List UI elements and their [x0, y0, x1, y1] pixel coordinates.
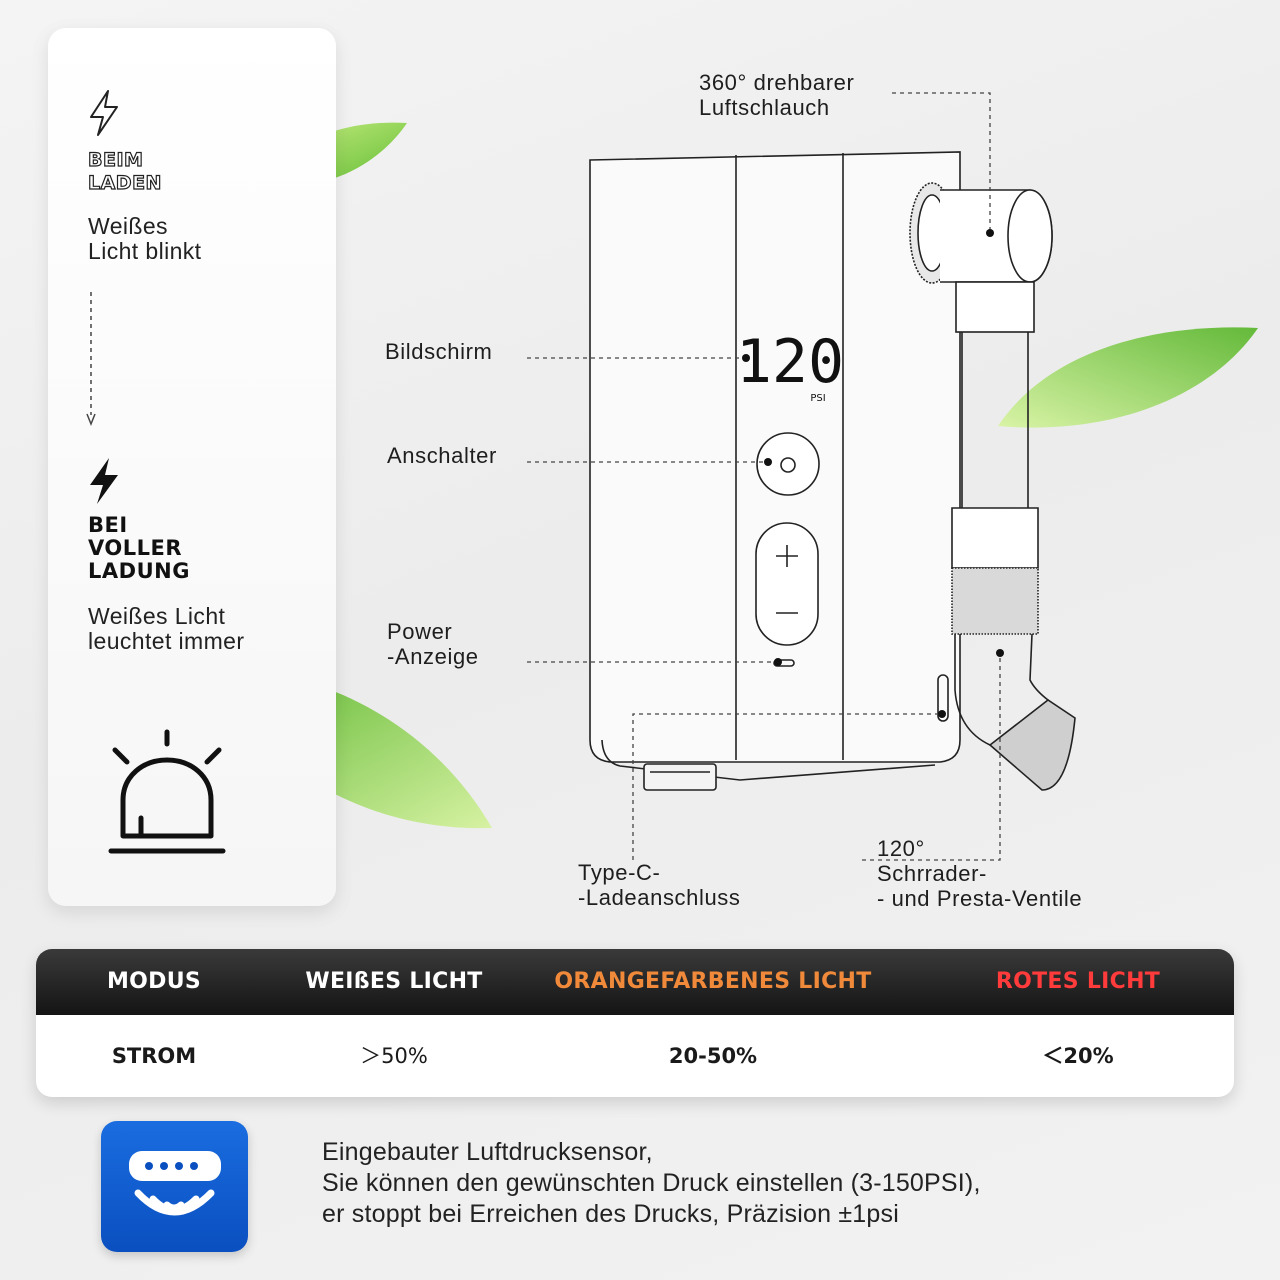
mode-table-header: [36, 949, 1234, 1015]
header-mode: MODUS: [106, 969, 202, 994]
row-power-orange: 20-50%: [668, 1044, 758, 1068]
pressure-sensor-icon: [101, 1121, 248, 1252]
charging-mode-title: BEIM LADEN: [87, 148, 162, 194]
header-white-light: WEIßES LICHT: [305, 969, 483, 994]
leaf-decoration-right: [998, 327, 1258, 428]
status-panel: [48, 28, 336, 906]
label-valves: 120° Schrrader- - und Presta-Ventile: [877, 836, 1083, 911]
pump-device: 120 PSI: [589, 151, 1076, 791]
psi-display-unit: PSI: [810, 393, 825, 404]
full-mode-description: Weißes Licht leuchtet immer: [88, 603, 245, 654]
label-power-indicator: Power -Anzeige: [387, 619, 479, 669]
label-hose: 360° drehbarer Luftschlauch: [699, 70, 855, 120]
footer-text-line-3: er stoppt bei Erreichen des Drucks, Präz…: [322, 1200, 899, 1228]
mode-table: MODUS WEIßES LICHT ORANGEFARBENES LICHT …: [36, 949, 1234, 1097]
psi-display: 120 PSI: [736, 327, 844, 404]
arrow-down-dashed: [86, 292, 96, 427]
header-orange-light: ORANGEFARBENES LICHT: [554, 969, 872, 994]
header-red-light: ROTES LICHT: [995, 969, 1161, 994]
alarm-light-icon: [108, 729, 226, 854]
row-power-red: ＜20%: [1042, 1044, 1114, 1068]
row-power-white: ＞50%: [360, 1044, 428, 1068]
lightning-filled-icon: [90, 458, 118, 504]
full-mode-title: BEI VOLLER LADUNG: [88, 513, 190, 583]
row-power-label: STROM: [111, 1044, 197, 1068]
charging-mode-description: Weißes Licht blinkt: [88, 213, 202, 264]
label-switch: Anschalter: [387, 443, 497, 468]
lightning-outline-icon: [90, 90, 118, 136]
footer-text-line-1: Eingebauter Luftdrucksensor,: [322, 1138, 653, 1166]
footer-text-line-2: Sie können den gewünschten Druck einstel…: [322, 1169, 981, 1197]
psi-display-value: 120: [736, 327, 844, 397]
label-typec-port: Type-C- -Ladeanschluss: [578, 860, 741, 910]
label-screen: Bildschirm: [385, 339, 493, 364]
